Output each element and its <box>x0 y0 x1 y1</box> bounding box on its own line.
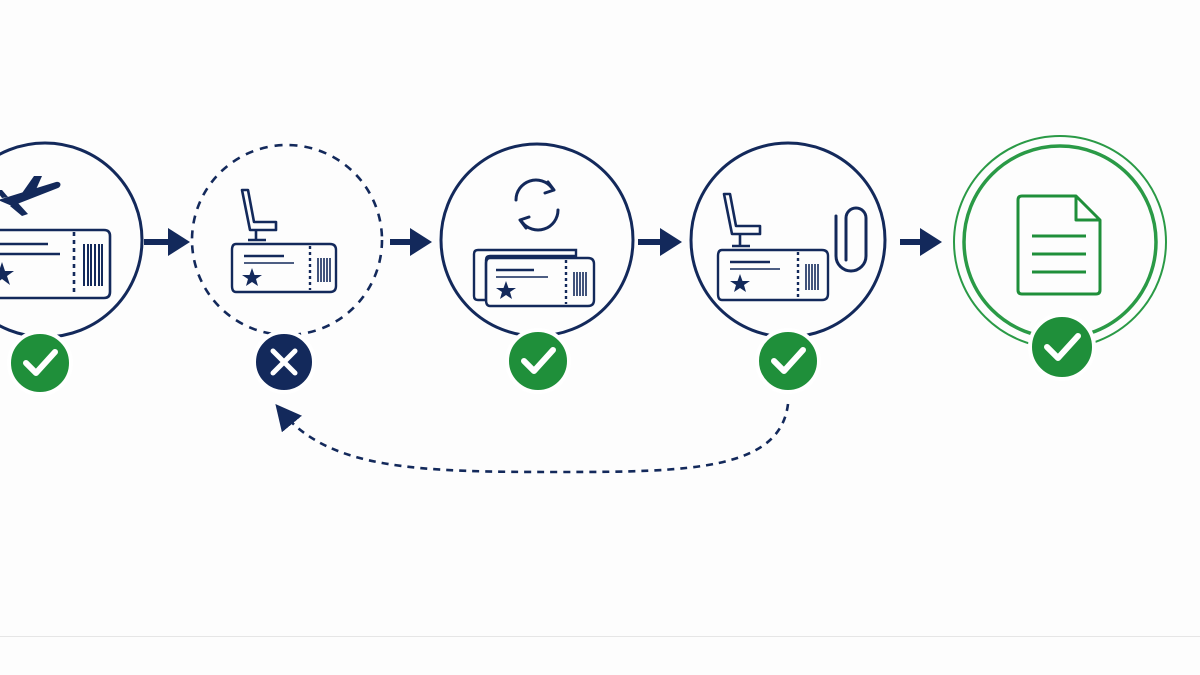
arrow-right-icon <box>660 228 682 256</box>
barcode-icon <box>83 244 103 286</box>
arrow-right-icon <box>920 228 942 256</box>
refresh-icon <box>514 178 560 232</box>
status-badge-complete <box>505 328 571 394</box>
step-flight-ticket <box>0 141 144 396</box>
status-badge-complete <box>1028 313 1096 381</box>
connector-arrow-3 <box>638 228 682 256</box>
check-icon <box>771 347 806 374</box>
connector-arrow-1 <box>144 228 190 256</box>
step-reissue-tickets <box>439 142 635 394</box>
barcode-icon <box>317 258 331 282</box>
loopback-arrow <box>275 403 790 474</box>
check-icon <box>23 349 58 376</box>
check-icon <box>1044 333 1081 361</box>
bottom-divider <box>0 636 1200 637</box>
paperclip-icon <box>834 206 868 273</box>
airplane-icon <box>0 176 61 216</box>
connector-arrow-4 <box>900 228 942 256</box>
step-ring-inner <box>962 144 1158 340</box>
step-ring-dashed <box>190 143 384 337</box>
check-icon <box>521 347 556 374</box>
seat-icon <box>722 192 762 248</box>
step-seat-attachment <box>689 141 887 394</box>
document-icon <box>1016 194 1102 296</box>
step-final-document <box>953 135 1167 381</box>
step-ring <box>689 141 887 339</box>
arrow-right-icon <box>410 228 432 256</box>
boarding-pass-icon <box>230 242 338 294</box>
connector-arrow-2 <box>390 228 432 256</box>
status-badge-complete <box>755 328 821 394</box>
status-badge-failed <box>252 330 316 394</box>
status-badge-complete <box>7 330 73 396</box>
step-ring <box>0 141 144 339</box>
seat-icon <box>240 188 278 242</box>
x-icon <box>270 348 298 376</box>
stacked-tickets-icon <box>472 248 596 308</box>
step-seat-ticket <box>190 143 384 394</box>
barcode-icon <box>573 272 587 296</box>
boarding-pass-icon <box>0 228 112 300</box>
barcode-icon <box>805 264 819 290</box>
arrow-right-icon <box>168 228 190 256</box>
boarding-pass-icon <box>716 248 830 302</box>
